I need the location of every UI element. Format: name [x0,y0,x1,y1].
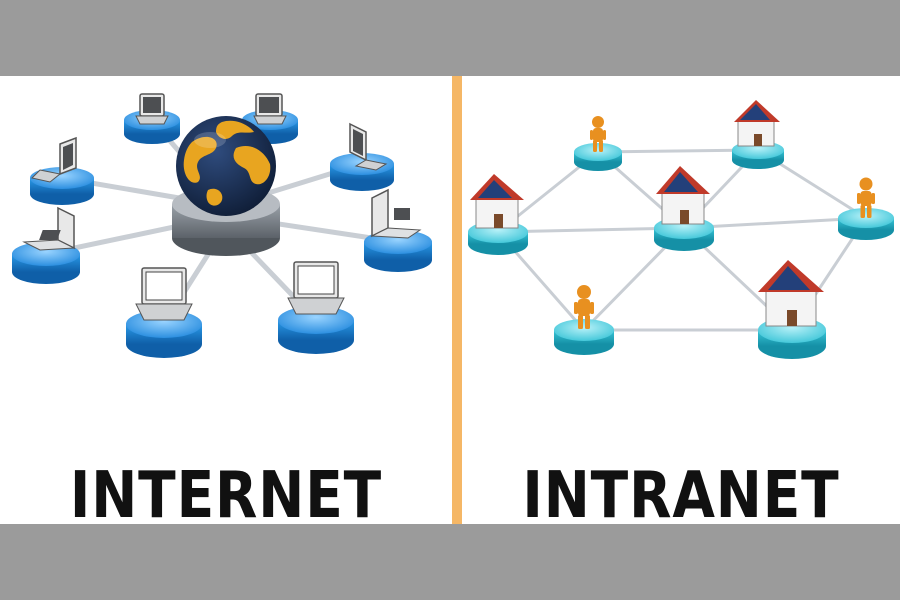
person-icon [590,116,606,152]
intranet-node [574,116,622,171]
globe-icon [176,116,276,216]
laptop-icon [253,93,287,125]
intranet-node [554,285,614,355]
laptop-icon [349,122,388,171]
peer-node [30,136,94,205]
laptop-icon [135,93,169,125]
peer-node [364,188,432,272]
intranet-diagram [468,100,894,359]
laptop-icon [135,267,193,321]
peer-node [12,206,80,284]
house-icon [758,260,824,327]
central-hub [172,116,280,256]
house-icon [656,166,710,225]
person-icon [574,285,594,329]
internet-panel: INTERNET [0,76,452,528]
peer-node [330,122,394,191]
internet-caption: INTERNET [69,459,383,533]
bottom-band [0,524,900,600]
intranet-node [468,174,528,255]
intranet-node [654,166,714,251]
top-band [0,0,900,76]
panel-divider [452,76,462,524]
peer-node [126,267,202,358]
intranet-node [758,260,826,359]
peer-node [278,261,354,354]
internet-diagram [12,93,432,358]
laptop-icon [22,206,76,251]
intranet-node [838,177,894,240]
laptop-icon [287,261,345,315]
peer-node [124,93,180,144]
person-icon [857,177,875,218]
laptop-icon [31,136,77,183]
house-icon [734,100,780,147]
intranet-panel: INTRANET [462,76,900,528]
house-icon [470,174,524,229]
intranet-caption: INTRANET [522,459,840,533]
laptop-icon [370,188,422,239]
intranet-node [732,100,784,169]
